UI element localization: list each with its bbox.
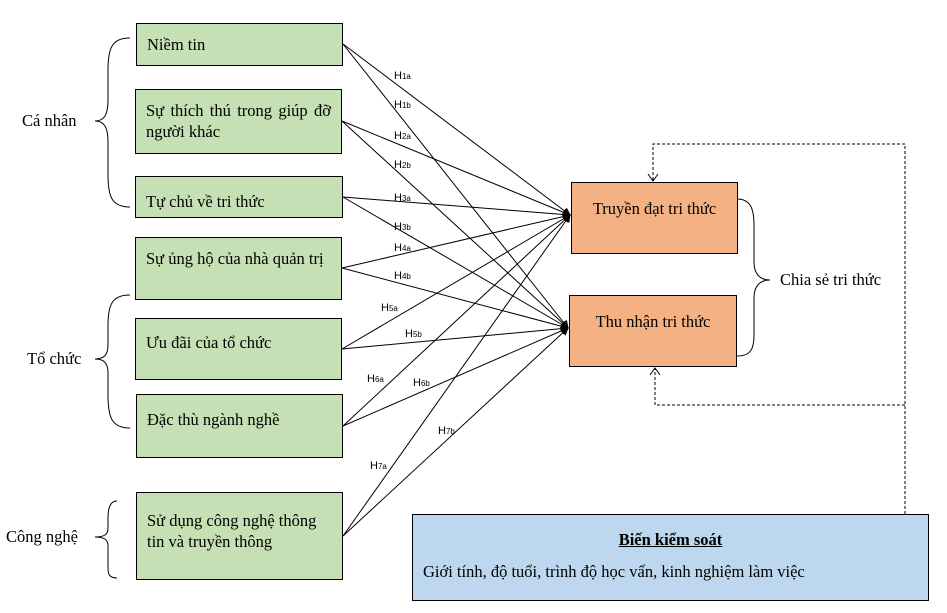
hypothesis-label-6b: H6b xyxy=(413,377,430,389)
hypothesis-subscript: 4a xyxy=(401,244,411,253)
factor-label: Sự thích thú trong giúp đỡ người khác xyxy=(146,101,331,141)
hypothesis-label-4b: H4b xyxy=(394,270,411,282)
group-label-ca-nhan: Cá nhân xyxy=(22,111,77,130)
hypothesis-arrow-2a xyxy=(341,120,571,217)
hypothesis-arrow-1b xyxy=(342,43,569,329)
hypothesis-label-7a: H7a xyxy=(370,460,387,472)
hypothesis-label-5b: H5b xyxy=(405,328,422,340)
factor-box-thich-thu: Sự thích thú trong giúp đỡ người khác xyxy=(135,89,342,154)
hypothesis-main: H xyxy=(413,377,421,389)
factor-box-uu-dai: Ưu đãi của tổ chức xyxy=(135,318,342,380)
factor-box-dac-thu: Đặc thù ngành nghề xyxy=(136,394,343,458)
hypothesis-main: H xyxy=(438,425,446,437)
hypothesis-arrow-5a xyxy=(341,214,571,350)
hypothesis-arrow-3a xyxy=(342,196,571,219)
hypothesis-main: H xyxy=(394,242,402,254)
hypothesis-arrow-7b xyxy=(342,327,569,537)
brace-to-chuc xyxy=(94,294,131,429)
outcome-label: Truyền đạt tri thức xyxy=(592,199,717,218)
hypothesis-label-1b: H1b xyxy=(394,99,411,111)
factor-box-niem-tin: Niềm tin xyxy=(136,23,343,66)
factor-label: Sự ủng hộ của nhà quản trị xyxy=(146,249,324,268)
brace-ca-nhan xyxy=(94,37,131,208)
hypothesis-arrow-7a xyxy=(342,214,571,537)
control-title: Biến kiểm soát xyxy=(618,530,723,549)
hypothesis-subscript: 6b xyxy=(420,379,430,388)
hypothesis-subscript: 4b xyxy=(401,272,411,281)
hypothesis-main: H xyxy=(394,270,402,282)
hypothesis-label-3a: H3a xyxy=(394,192,411,204)
factor-label: Đặc thù ngành nghề xyxy=(147,410,280,429)
hypothesis-main: H xyxy=(394,70,402,82)
hypothesis-main: H xyxy=(394,130,402,142)
hypothesis-label-3b: H3b xyxy=(394,221,411,233)
outcome-group-label: Chia sẻ tri thức xyxy=(780,270,882,289)
hypothesis-label-2b: H2b xyxy=(394,159,411,171)
hypothesis-arrow-5b xyxy=(341,324,569,350)
hypothesis-arrow-2b xyxy=(341,120,569,329)
hypothesis-subscript: 1b xyxy=(401,101,411,110)
hypothesis-label-5a: H5a xyxy=(381,302,398,314)
hypothesis-main: H xyxy=(405,328,413,340)
hypothesis-label-2a: H2a xyxy=(394,130,411,142)
hypothesis-label-6a: H6a xyxy=(367,373,384,385)
hypothesis-subscript: 7a xyxy=(377,462,387,471)
outcome-label: Thu nhận tri thức xyxy=(595,312,711,331)
control-dashed-line xyxy=(652,143,906,514)
hypothesis-subscript: 3b xyxy=(401,223,411,232)
hypothesis-subscript: 7b xyxy=(445,427,455,436)
hypothesis-arrow-1a xyxy=(342,43,571,216)
factor-label: Ưu đãi của tổ chức xyxy=(146,333,272,352)
factor-label: Tự chủ về tri thức xyxy=(146,192,265,211)
hypothesis-subscript: 3a xyxy=(401,194,411,203)
outcome-box-truyen-dat: Truyền đạt tri thức xyxy=(571,182,738,254)
hypothesis-arrow-3b xyxy=(342,196,569,329)
factor-box-cntt: Sử dụng công nghệ thông tin và truyền th… xyxy=(136,492,343,580)
hypothesis-main: H xyxy=(394,99,402,111)
hypothesis-subscript: 6a xyxy=(374,375,384,384)
factor-box-ung-ho: Sự ủng hộ của nhà quản trị xyxy=(135,237,342,300)
group-label-to-chuc: Tổ chức xyxy=(27,349,82,368)
hypothesis-label-4a: H4a xyxy=(394,242,411,254)
hypothesis-label-1a: H1a xyxy=(394,70,411,82)
arrow-down-icon xyxy=(647,173,659,182)
control-dashed-line-lower xyxy=(654,369,905,406)
factor-box-tu-chu: Tự chủ về tri thức xyxy=(135,176,343,218)
control-text: Giới tính, độ tuổi, trình độ học vấn, ki… xyxy=(423,562,805,581)
brace-chia-se xyxy=(736,198,771,357)
outcome-box-thu-nhan: Thu nhận tri thức xyxy=(569,295,737,367)
hypothesis-arrow-4b xyxy=(341,267,569,331)
hypothesis-subscript: 2a xyxy=(401,132,411,141)
control-variables-box: Biến kiểm soát Giới tính, độ tuổi, trình… xyxy=(412,514,929,601)
factor-label: Niềm tin xyxy=(147,35,206,54)
group-label-cong-nghe: Công nghệ xyxy=(6,527,78,546)
hypothesis-main: H xyxy=(394,192,402,204)
hypothesis-label-7b: H7b xyxy=(438,425,455,437)
hypothesis-subscript: 1a xyxy=(401,72,411,81)
arrow-up-icon xyxy=(649,367,661,376)
hypothesis-subscript: 2b xyxy=(401,161,411,170)
hypothesis-subscript: 5a xyxy=(388,304,398,313)
hypothesis-subscript: 5b xyxy=(412,330,422,339)
factor-label: Sử dụng công nghệ thông tin và truyền th… xyxy=(147,511,317,551)
hypothesis-arrow-6a xyxy=(342,214,571,427)
brace-cong-nghe xyxy=(94,500,118,579)
hypothesis-main: H xyxy=(381,302,389,314)
hypothesis-main: H xyxy=(367,373,375,385)
hypothesis-main: H xyxy=(394,159,402,171)
hypothesis-main: H xyxy=(370,460,378,472)
hypothesis-arrow-4a xyxy=(341,212,571,269)
hypothesis-main: H xyxy=(394,221,402,233)
